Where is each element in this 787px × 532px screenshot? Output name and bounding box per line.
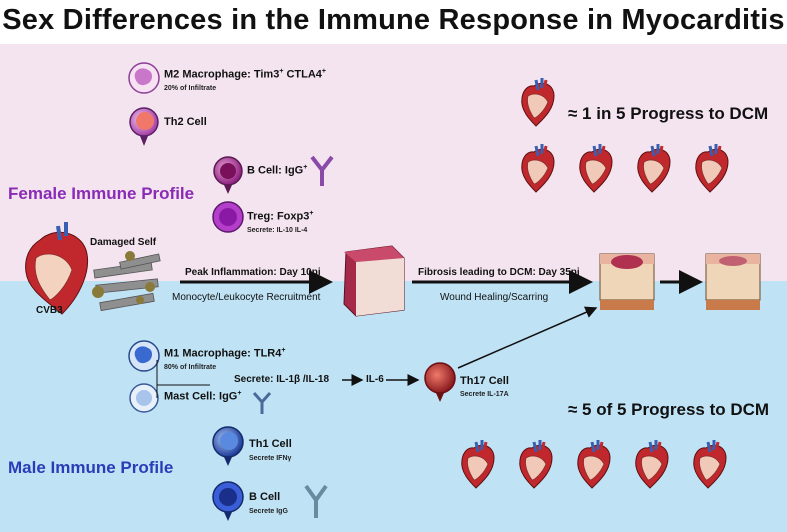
male-b-cell-icon [212,481,244,521]
treg-label: Treg: Foxp3+ [247,210,313,223]
male-b-cell-label: B Cell [249,491,281,503]
treg-sup: + [309,210,314,217]
female-heart-icon [578,142,614,194]
virus-particle-icon [92,251,155,304]
m2-sup2: + [321,68,327,75]
scar-tissue-icon [705,253,761,310]
female-b-cell-icon [213,156,243,194]
arrow-to-fibrosis [457,306,598,369]
b-cell-sup: + [303,164,308,171]
th1-secrete-note: Secrete IFNγ [249,455,292,462]
m1-macrophage-label: M1 Macrophage: TLR4+ [164,347,285,360]
treg-cell-icon [212,201,244,233]
wound-healing-label: Wound Healing/Scarring [440,292,549,303]
female-antibody-icon [310,155,334,186]
male-heart-icon [518,438,554,490]
male-band [0,281,787,532]
female-b-cell-label: B Cell: IgG+ [247,164,307,177]
secrete-il1b-label: Secrete: IL-1β /IL-18 [234,374,330,385]
male-profile-label: Male Immune Profile [8,458,174,477]
female-heart-icon [694,142,730,194]
male-antibody-icon [304,484,328,518]
scar-tissue-icon [599,253,655,310]
male-b-cell-secrete-note: Secrete IgG [249,508,288,515]
th1-cell-icon [212,426,244,466]
il6-label: IL-6 [366,374,384,385]
th17-label: Th17 Cell [460,375,509,387]
male-heart-icon [692,438,728,490]
m1-label-text: M1 Macrophage: TLR4 [164,347,282,360]
male-heart-icon [576,438,612,490]
m1-sup: + [281,347,286,354]
female-profile-label: Female Immune Profile [8,184,195,203]
female-heart-icon [520,76,556,128]
female-heart-icon [636,142,672,194]
mast-cell-label: Mast Cell: IgG+ [164,390,241,403]
recruitment-label: Monocyte/Leukocyte Recruitment [172,292,321,303]
figure-title: Sex Differences in the Immune Response i… [2,4,785,36]
male-antibody-small-icon [252,392,272,414]
treg-secrete-note: Secrete: IL-10 IL-4 [247,227,308,234]
m1-infiltrate-note: 80% of Infiltrate [164,364,217,371]
damaged-self-label: Damaged Self [90,237,157,248]
inflamed-tissue-icon [343,245,405,317]
title-band [0,0,787,44]
m2-macrophage-icon [128,62,160,94]
female-heart-icon [520,142,556,194]
m1-macrophage-icon [128,340,160,372]
peak-inflammation-label: Peak Inflammation: Day 10pi [185,267,321,278]
male-outcome: ≈ 5 of 5 Progress to DCM [568,400,770,419]
treg-label-text: Treg: Foxp3 [247,210,310,223]
th17-secrete-note: Secrete IL-17A [460,391,509,398]
m2-label-part: M2 Macrophage: Tim3 [164,68,280,81]
th2-cell-label: Th2 Cell [164,116,207,128]
m2-macrophage-label: M2 Macrophage: Tim3+ CTLA4+ [164,68,326,81]
mast-label-text: Mast Cell: IgG [164,390,238,403]
m2-label-part2: CTLA4 [283,68,322,81]
fibrosis-label: Fibrosis leading to DCM: Day 35pi [418,267,580,278]
th17-cell-icon [424,362,456,402]
mast-sup: + [237,390,242,397]
m2-sup: + [279,68,284,75]
m2-infiltrate-note: 20% of Infiltrate [164,85,217,92]
th1-label: Th1 Cell [249,438,292,450]
male-heart-icon [460,438,496,490]
mast-cell-icon [129,383,159,413]
female-outcome: ≈ 1 in 5 Progress to DCM [568,104,769,123]
th2-cell-icon [129,107,159,146]
b-cell-label-text: B Cell: IgG [247,164,304,177]
damaged-tissue-icon [93,253,161,312]
cvb3-label: CVB3 [36,305,63,316]
male-heart-icon [634,438,670,490]
cvb3-heart-icon [25,222,88,315]
